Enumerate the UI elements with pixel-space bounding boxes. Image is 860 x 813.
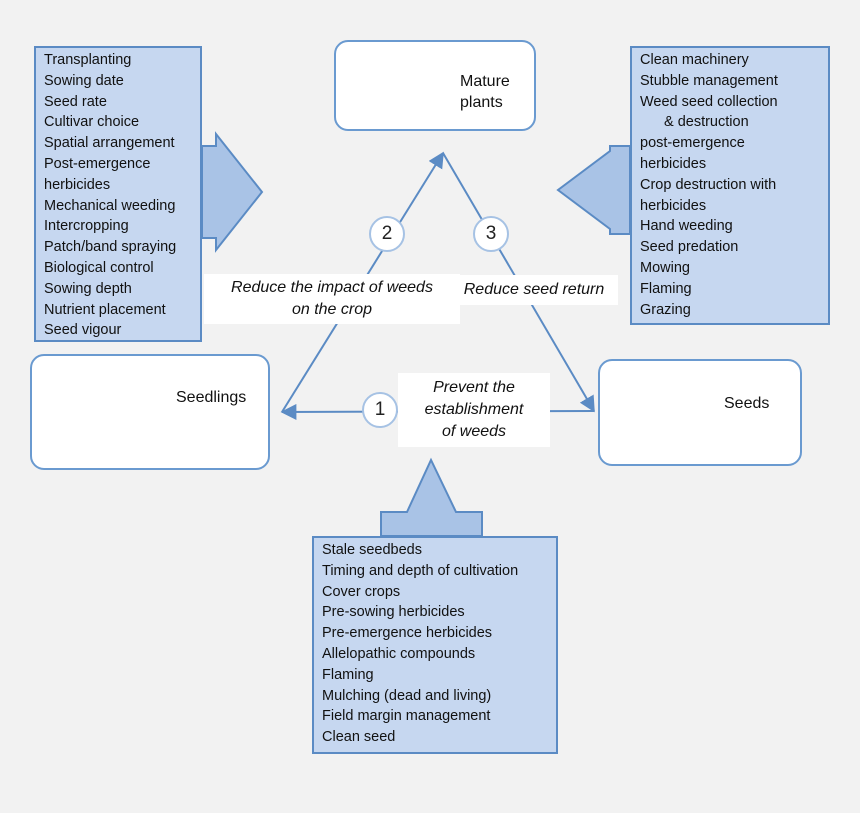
- left-control-list-item: Patch/band spraying: [44, 239, 177, 256]
- bottom-control-list-item: Timing and depth of cultivation: [322, 562, 519, 579]
- right-control-list-item: Weed seed collection: [640, 93, 778, 110]
- left-control-list-item: Seed vigour: [44, 322, 122, 339]
- right-control-list-item: Clean machinery: [640, 52, 749, 68]
- left-control-list-item: Seed rate: [44, 93, 107, 110]
- left-block-arrow: [201, 131, 264, 253]
- left-control-list-item: Sowing depth: [44, 280, 132, 297]
- step-2-number: 2: [369, 216, 405, 252]
- left-control-list-item: herbicides: [44, 176, 111, 193]
- right-block-arrow: [556, 145, 631, 235]
- right-control-list-item: Grazing: [640, 301, 691, 318]
- step-3-number: 3: [473, 216, 509, 252]
- bottom-control-list-item: Allelopathic compounds: [322, 645, 476, 662]
- left-control-list-item: Nutrient placement: [44, 301, 166, 318]
- step-2-label: Reduce the impact of weeds on the crop: [204, 274, 460, 324]
- step-2-label-line2: on the crop: [291, 301, 373, 318]
- left-control-list-item: Spatial arrangement: [44, 135, 175, 152]
- left-control-list-item: Intercropping: [44, 218, 129, 235]
- right-control-list-item: Mowing: [640, 259, 690, 276]
- right-control-list-item: herbicides: [640, 155, 707, 172]
- left-control-list-item: Sowing date: [44, 72, 124, 89]
- stage-mature-label-line1: Mature: [460, 73, 510, 90]
- step-3-label-line1: Reduce seed return: [463, 281, 605, 298]
- stage-seedlings-label: Seedlings: [176, 389, 247, 406]
- left-control-list-item: Cultivar choice: [44, 114, 140, 131]
- bottom-control-list-item: Flaming: [322, 666, 374, 683]
- bottom-control-list-item: Clean seed: [322, 729, 396, 746]
- stage-seedlings: [30, 354, 270, 470]
- right-control-list-item: post-emergence: [640, 135, 745, 152]
- step-1-label-line3: of weeds: [441, 423, 507, 440]
- right-control-list-item: Crop destruction with: [640, 176, 777, 193]
- bottom-control-list-item: Field margin management: [322, 708, 491, 725]
- right-control-list-item: Flaming: [640, 280, 692, 297]
- bottom-block-arrow: [380, 457, 483, 537]
- left-control-list-item: Mechanical weeding: [44, 197, 176, 214]
- bottom-control-list-item: Cover crops: [322, 583, 401, 600]
- left-control-list-item: Post-emergence: [44, 155, 151, 172]
- stage-mature-label: Mature plants: [460, 71, 510, 113]
- left-control-list-item: Transplanting: [44, 52, 132, 68]
- bottom-control-list-item: Stale seedbeds: [322, 542, 422, 558]
- right-control-list-item: Seed predation: [640, 239, 739, 256]
- step-1-number: 1: [362, 392, 398, 428]
- stage-seeds-label: Seeds: [724, 395, 770, 412]
- left-control-list-item: Biological control: [44, 259, 154, 276]
- bottom-control-list-item: Pre-sowing herbicides: [322, 604, 465, 621]
- right-control-list-item: Stubble management: [640, 72, 778, 89]
- stage-seeds: [598, 359, 802, 466]
- step-1-label-line1: Prevent the: [433, 379, 515, 396]
- right-control-list-item: herbicides: [640, 197, 707, 214]
- right-control-list-item: & destruction: [664, 114, 749, 131]
- stage-mature-label-line2: plants: [460, 94, 503, 111]
- bottom-control-list-item: Mulching (dead and living): [322, 687, 492, 704]
- step-2-label-line1: Reduce the impact of weeds: [231, 279, 433, 296]
- step-1-label: Prevent the establishment of weeds: [398, 373, 550, 447]
- stage-mature-plants: [334, 40, 536, 131]
- step-1-label-line2: establishment: [424, 401, 524, 418]
- step-3-label: Reduce seed return: [450, 275, 618, 305]
- right-control-list-item: Hand weeding: [640, 218, 733, 235]
- bottom-control-list-item: Pre-emergence herbicides: [322, 625, 493, 642]
